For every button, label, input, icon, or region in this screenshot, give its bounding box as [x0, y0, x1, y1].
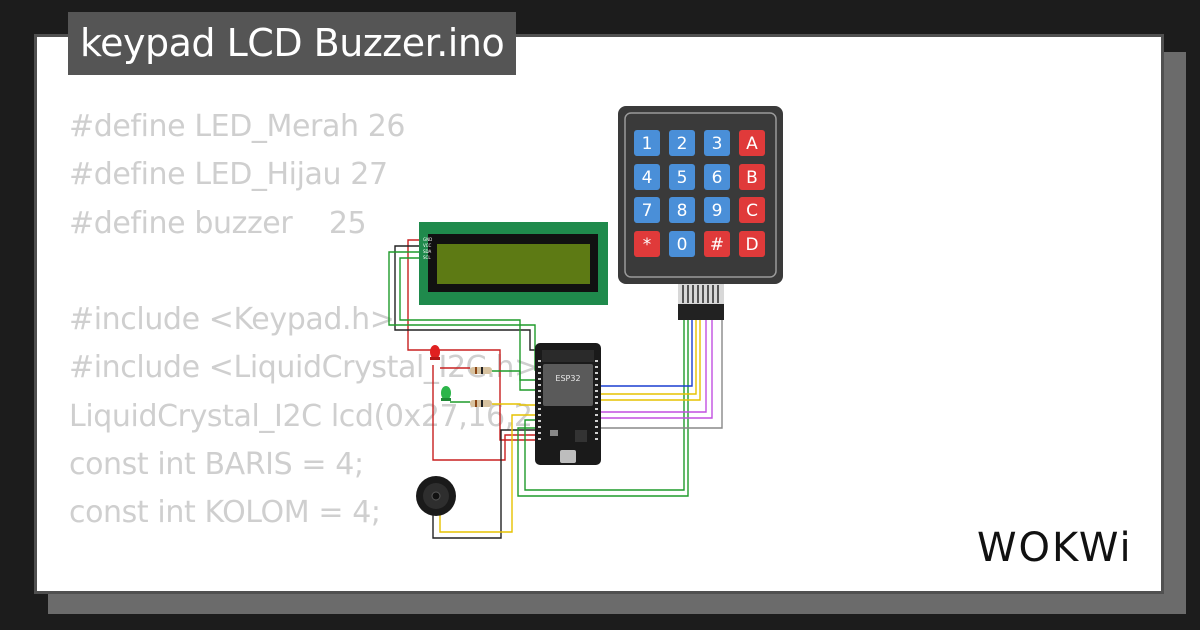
- key-label: 6: [712, 168, 723, 188]
- keypad-4x4: 1 2 3 A 4 5 6 B 7 8 9 C * 0 # D: [618, 106, 783, 320]
- key-label: 2: [677, 134, 688, 154]
- code-line: #define LED_Hijau 27: [69, 157, 388, 193]
- key-label: 4: [642, 168, 653, 188]
- key-label: 5: [677, 168, 688, 188]
- lcd-pin-labels: GND VCC SDA SCL: [423, 237, 432, 260]
- page-title: keypad LCD Buzzer.ino: [68, 12, 517, 75]
- svg-text:VCC: VCC: [423, 243, 432, 248]
- keypad-connector: [678, 284, 724, 320]
- lcd-display: GND VCC SDA SCL: [419, 222, 608, 305]
- buzzer: [416, 476, 456, 516]
- code-line: const int BARIS = 4;: [69, 447, 364, 483]
- resistor: [470, 400, 492, 407]
- esp32-board: ESP32: [535, 343, 601, 465]
- key-label: A: [746, 134, 758, 154]
- preview-card: #define LED_Merah 26 #define LED_Hijau 2…: [34, 34, 1164, 594]
- key-label: 8: [677, 201, 688, 221]
- key-label: 9: [712, 201, 723, 221]
- wokwi-logo: WOKWi: [977, 525, 1133, 571]
- key-label: 0: [677, 235, 688, 255]
- svg-text:SDA: SDA: [423, 249, 432, 254]
- key-label: #: [710, 235, 724, 255]
- svg-text:GND: GND: [423, 237, 432, 242]
- key-label: 1: [642, 134, 653, 154]
- green-led: [441, 386, 451, 401]
- keypad-keys: [634, 130, 765, 257]
- svg-text:SCL: SCL: [423, 255, 431, 260]
- code-line: LiquidCrystal_I2C lcd(0x27,16,2: [69, 398, 533, 434]
- key-label: D: [745, 235, 758, 255]
- wires: [388, 239, 723, 539]
- code-line: #include <Keypad.h>: [69, 302, 395, 338]
- code-line: #define buzzer 25: [69, 205, 367, 241]
- key-label: *: [643, 235, 652, 255]
- key-label: 3: [712, 134, 723, 154]
- code-line: #define LED_Merah 26: [69, 109, 406, 144]
- code-line: const int KOLOM = 4;: [69, 495, 381, 531]
- resistor: [470, 367, 492, 374]
- red-led: [430, 345, 440, 360]
- key-label: B: [746, 168, 758, 188]
- code-background: #define LED_Merah 26 #define LED_Hijau 2…: [69, 103, 539, 591]
- key-label: C: [746, 201, 758, 221]
- key-label: 7: [642, 201, 653, 221]
- esp32-label: ESP32: [555, 374, 580, 383]
